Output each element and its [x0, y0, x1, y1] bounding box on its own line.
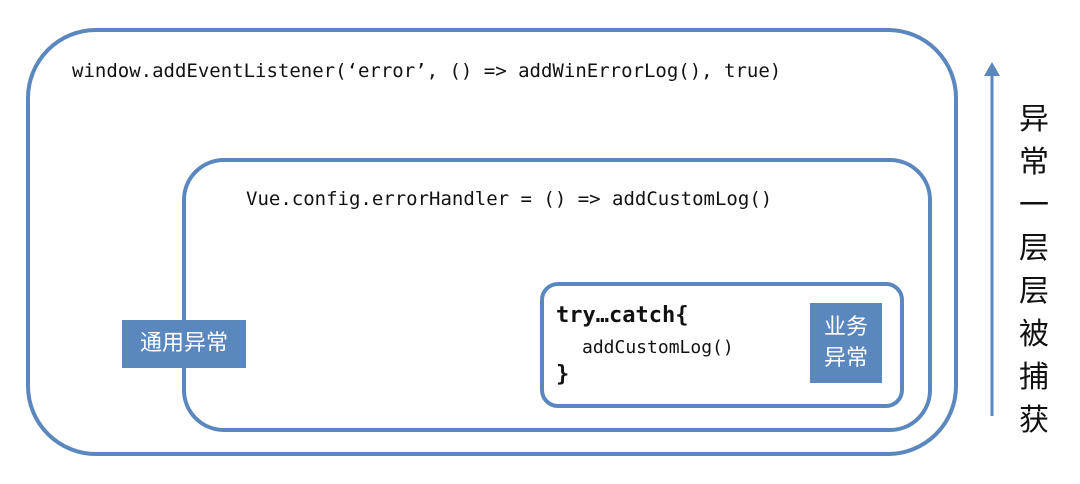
window-error-listener-code: window.addEventListener(‘error’, () => a… [72, 60, 782, 82]
up-arrow-icon [984, 62, 1000, 416]
caption-char: 被 [1019, 317, 1049, 352]
try-catch-close-line: } [556, 362, 570, 387]
caption-char: 异 [1019, 102, 1049, 137]
caption-char: 层 [1019, 231, 1049, 266]
caption-char: 一 [1019, 188, 1049, 223]
vue-error-handler-code: Vue.config.errorHandler = () => addCusto… [246, 188, 773, 210]
business-exception-label-line-2: 异常 [823, 346, 868, 371]
try-catch-open-line: try…catch{ [556, 303, 689, 328]
custom-log-call-line: addCustomLog() [582, 337, 734, 358]
caption-char: 层 [1019, 274, 1049, 309]
caption-char: 获 [1019, 403, 1049, 438]
business-exception-label-line-1: 业务 [823, 315, 868, 340]
business-exception-label: 业务 异常 [810, 303, 882, 383]
general-exception-label: 通用异常 [122, 320, 246, 368]
layered-capture-caption: 异 常 一 层 层 被 捕 获 [1012, 98, 1056, 442]
caption-char: 常 [1019, 145, 1049, 180]
caption-char: 捕 [1019, 360, 1049, 395]
